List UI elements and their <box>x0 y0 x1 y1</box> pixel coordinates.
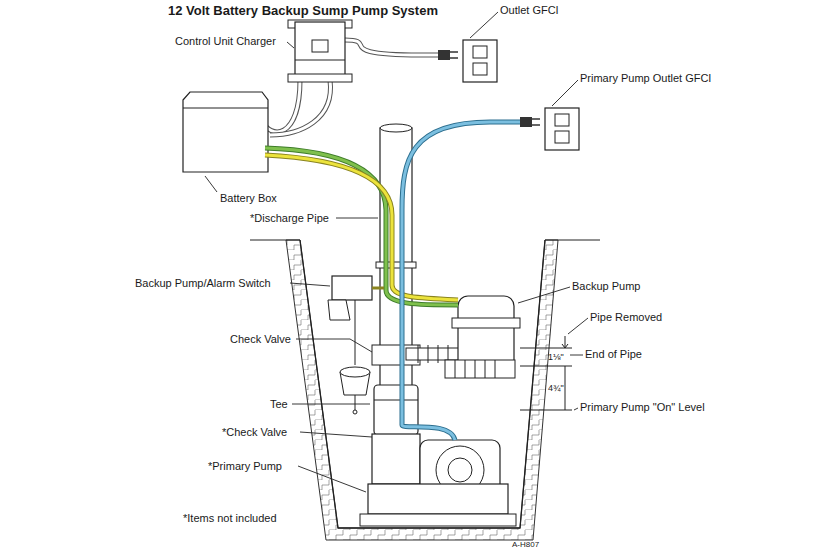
part-label: Outlet GFCI <box>500 4 559 17</box>
part-label: Backup Pump <box>572 280 640 293</box>
part-label: Control Unit Charger <box>175 35 276 48</box>
part-label: *Discharge Pipe <box>250 212 329 225</box>
part-label: Battery Box <box>220 192 277 205</box>
dimension-label: 1⅛" <box>548 352 564 362</box>
note-label: *Items not included <box>183 512 277 525</box>
part-label: Tee <box>270 398 288 411</box>
part-label: End of Pipe <box>585 348 642 361</box>
diagram-title: 12 Volt Battery Backup Sump Pump System <box>168 3 438 19</box>
part-label: Pipe Removed <box>590 311 662 324</box>
part-label: Primary Pump Outlet GFCI <box>580 72 711 85</box>
part-label: *Primary Pump <box>208 460 282 473</box>
part-label: Backup Pump/Alarm Switch <box>135 277 271 290</box>
part-label: Check Valve <box>230 333 291 346</box>
part-label: Primary Pump "On" Level <box>580 401 705 414</box>
part-label: *Check Valve <box>222 426 287 439</box>
drawing-number: A-H807 <box>512 540 539 549</box>
dimension-label: 4¾" <box>548 383 564 393</box>
